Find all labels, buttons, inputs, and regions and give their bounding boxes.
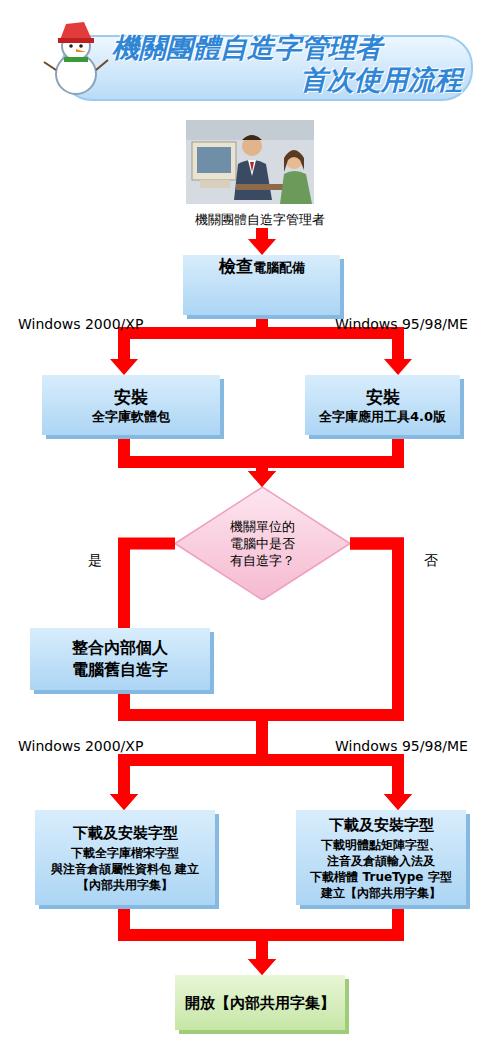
arrow-head	[248, 239, 276, 255]
node-body: 全字庫應用工具4.0版	[319, 408, 446, 425]
arrow-head	[248, 959, 276, 975]
flow-line	[124, 905, 262, 960]
flow-arrow	[248, 905, 398, 975]
arrow-head	[384, 359, 412, 375]
process-box: 安裝全字庫軟體包	[42, 375, 220, 435]
node-body: 下載全字庫楷宋字型 與注音倉頡屬性資料包 建立【內部共用字集】	[35, 843, 215, 893]
flow-line	[124, 544, 175, 629]
node-heading: 檢查	[219, 255, 253, 277]
flow-line	[262, 905, 398, 960]
arrow-head	[384, 794, 412, 810]
edge-label: Windows 2000/XP	[18, 738, 143, 754]
node-heading: 機關單位的 電腦中是否 有自造字？	[205, 518, 320, 569]
node-body: 下載明體點矩陣字型、 注音及倉頡輸入法及 下載楷體 TrueType 字型 建立…	[296, 835, 466, 901]
process-box: 下載及安裝字型下載明體點矩陣字型、 注音及倉頡輸入法及 下載楷體 TrueTyp…	[296, 810, 466, 905]
flow-line	[256, 228, 268, 240]
arrow-head	[248, 959, 276, 975]
process-box: 下載及安裝字型下載全字庫楷宋字型 與注音倉頡屬性資料包 建立【內部共用字集】	[35, 810, 215, 905]
edge-label: 是	[88, 552, 102, 568]
arrow-head	[110, 794, 138, 810]
arrow-head	[110, 359, 138, 375]
process-box: 檢查電腦配備	[183, 255, 340, 315]
flow-arrow	[248, 435, 398, 487]
decision-diamond: 機關單位的 電腦中是否 有自造字？	[175, 487, 350, 600]
edge-label: Windows 95/98/ME	[335, 316, 468, 332]
diagram-title: 機關團體自造字管理者 首次使用流程	[112, 32, 462, 96]
process-box: 整合內部個人 電腦舊自造字	[30, 628, 210, 690]
arrow-head	[384, 794, 412, 810]
node-heading: 下載及安裝字型	[73, 823, 178, 843]
actor-node: 機關團體自造字管理者	[180, 118, 340, 228]
office-illustration	[186, 120, 314, 204]
flow-arrow	[248, 228, 276, 255]
node-heading: 安裝	[114, 386, 148, 408]
process-box: 安裝全字庫應用工具4.0版	[305, 375, 460, 435]
edge-label: 否	[424, 552, 438, 568]
flow-line	[262, 435, 398, 472]
node-heading: 機關團體自造字管理者	[195, 212, 325, 228]
flow-line	[124, 315, 262, 360]
flow-arrow	[124, 905, 276, 975]
arrow-head	[248, 471, 276, 487]
node-body: 電腦配備	[253, 259, 305, 276]
node-heading: 整合內部個人 電腦舊自造字	[30, 637, 210, 681]
diamond-outline	[175, 487, 350, 600]
node-heading: 安裝	[366, 386, 400, 408]
node-heading: 開放【內部共用字集】	[185, 993, 335, 1013]
edge-label: Windows 95/98/ME	[335, 738, 468, 754]
arrow-head	[248, 471, 276, 487]
end-box: 開放【內部共用字集】	[175, 975, 345, 1030]
arrow-head	[110, 794, 138, 810]
edge-label: Windows 2000/XP	[18, 316, 143, 332]
node-body: 全字庫軟體包	[92, 408, 170, 425]
flow-arrow	[124, 435, 276, 487]
flow-line	[124, 690, 262, 795]
node-heading: 下載及安裝字型	[329, 815, 434, 835]
snowman-icon	[44, 22, 108, 94]
flow-arrow	[124, 544, 175, 629]
flow-line	[124, 435, 262, 472]
